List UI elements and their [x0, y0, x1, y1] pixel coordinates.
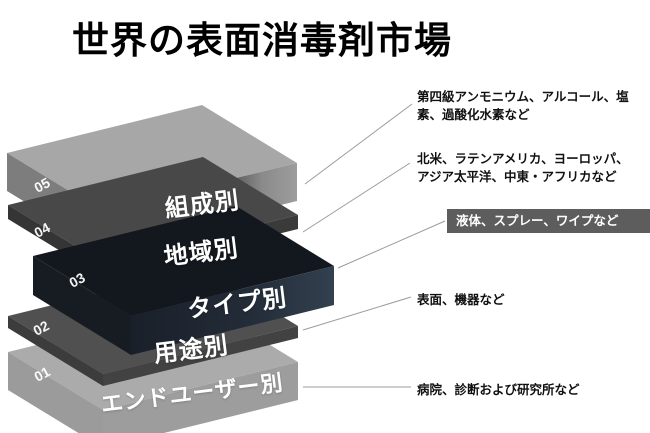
- leader-line-type: [337, 220, 446, 269]
- layer-03-top-face: [33, 206, 334, 316]
- annotation-region: 北米、ラテンアメリカ、ヨーロッパ、アジア太平洋、中東・アフリカなど: [417, 152, 629, 185]
- layer-01-left-face: [8, 352, 103, 433]
- layer-03-left-face: [33, 256, 131, 355]
- leader-line-composition: [304, 103, 413, 185]
- leader-lines: [302, 103, 446, 388]
- leader-line-region: [302, 162, 411, 233]
- layer-02-left-face: [8, 316, 103, 386]
- layer-05-top-face: [7, 105, 297, 211]
- layer-01-front-face: [103, 362, 298, 433]
- layer-04-top-face: [8, 157, 298, 263]
- layer-03-front-face: [131, 266, 334, 355]
- page-title: 世界の表面消毒剤市場: [72, 20, 452, 61]
- annotation-type-highlighted: 液体、スプレー、ワイプなど: [447, 209, 650, 233]
- leader-line-application: [302, 296, 412, 331]
- annotation-composition: 第四級アンモニウム、アルコール、塩素、過酸化水素など: [417, 90, 629, 123]
- annotation-application: 表面、機器など: [417, 293, 505, 307]
- layer-02-front-face: [103, 326, 298, 386]
- layer-03-slab-highlighted: [33, 206, 334, 355]
- annotation-enduser: 病院、診断および研究所など: [417, 383, 580, 397]
